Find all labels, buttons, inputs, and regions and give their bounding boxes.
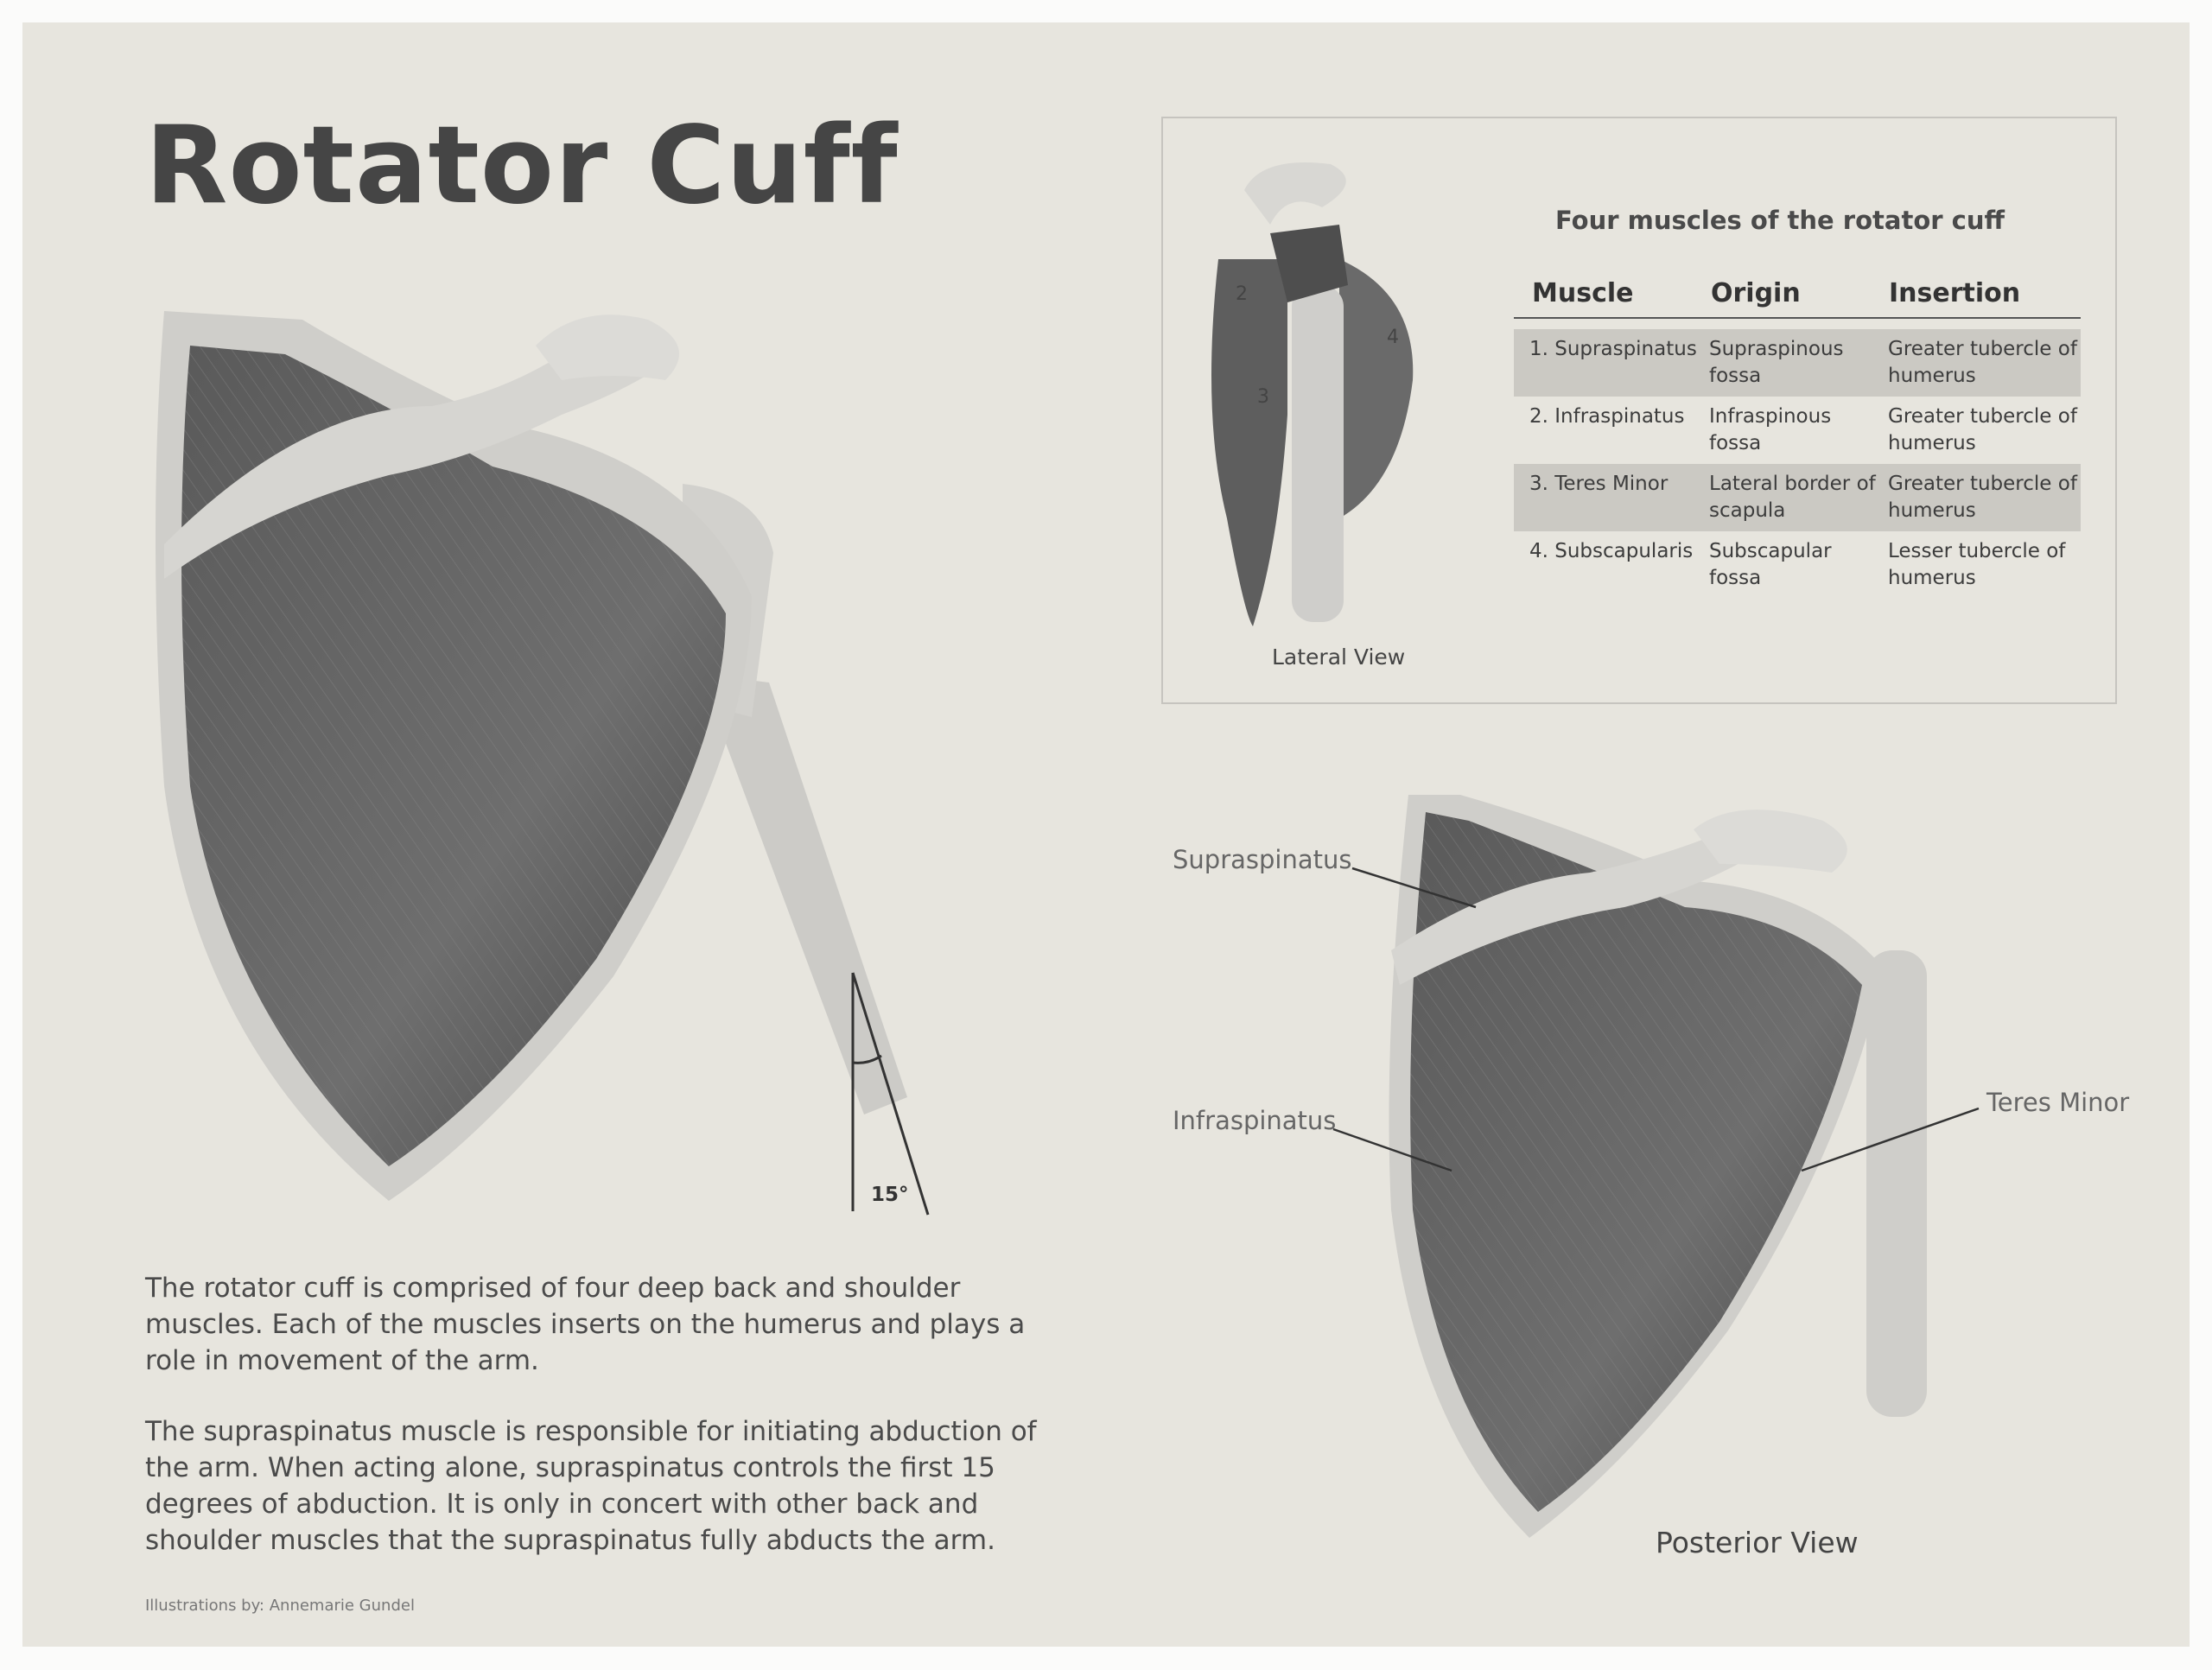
table-title: Four muscles of the rotator cuff [1555,206,2005,235]
cell-muscle: 4. Subscapularis [1529,540,1694,562]
table-row: 4. Subscapularis Subscapular fossa Lesse… [1514,531,2081,599]
header-origin: Origin [1711,278,1801,308]
cell-origin: Lateral border of scapula [1709,473,1876,522]
lateral-view-illustration [1211,162,1414,626]
cell-origin: Supraspinous fossa [1709,338,1844,387]
page-title: Rotator Cuff [145,104,899,228]
cell-insertion: Lesser tubercle of humerus [1888,540,2066,589]
cell-origin: Subscapular fossa [1709,540,1832,589]
label-supraspinatus: Supraspinatus [1173,845,1352,874]
header-divider [1514,317,2081,319]
cell-muscle: 2. Infraspinatus [1529,405,1685,428]
table-row: 3. Teres Minor Lateral border of scapula… [1514,464,2081,531]
intro-paragraph: The rotator cuff is comprised of four de… [145,1273,1026,1376]
cell-insertion: Greater tubercle of humerus [1888,473,2077,522]
lateral-view-caption: Lateral View [1272,645,1406,670]
label-infraspinatus: Infraspinatus [1173,1106,1337,1135]
cell-muscle: 3. Teres Minor [1529,473,1669,495]
illustration-credit: Illustrations by: Annemarie Gundel [145,1597,415,1615]
cell-muscle: 1. Supraspinatus [1529,338,1697,360]
angle-label: 15° [871,1184,909,1206]
lateral-number-4: 4 [1387,327,1399,348]
cell-insertion: Greater tubercle of humerus [1888,338,2077,387]
scapula-illustration-large [156,311,907,1201]
cell-origin: Infraspinous fossa [1709,405,1832,454]
posterior-view-caption: Posterior View [1656,1526,1859,1559]
supraspinatus-paragraph: The supraspinatus muscle is responsible … [145,1416,1037,1556]
label-teres-minor: Teres Minor [1986,1088,2130,1117]
header-muscle: Muscle [1532,278,1634,308]
table-row: 1. Supraspinatus Supraspinous fossa Grea… [1514,329,2081,397]
lateral-number-3: 3 [1257,386,1269,408]
cell-insertion: Greater tubercle of humerus [1888,405,2077,454]
posterior-view-illustration [1389,795,1927,1538]
table-row: 2. Infraspinatus Infraspinous fossa Grea… [1514,397,2081,464]
header-insertion: Insertion [1889,278,2021,308]
muscle-table-panel [1161,117,2117,704]
lateral-number-2: 2 [1236,283,1248,305]
abduction-angle-lines [851,972,930,1216]
